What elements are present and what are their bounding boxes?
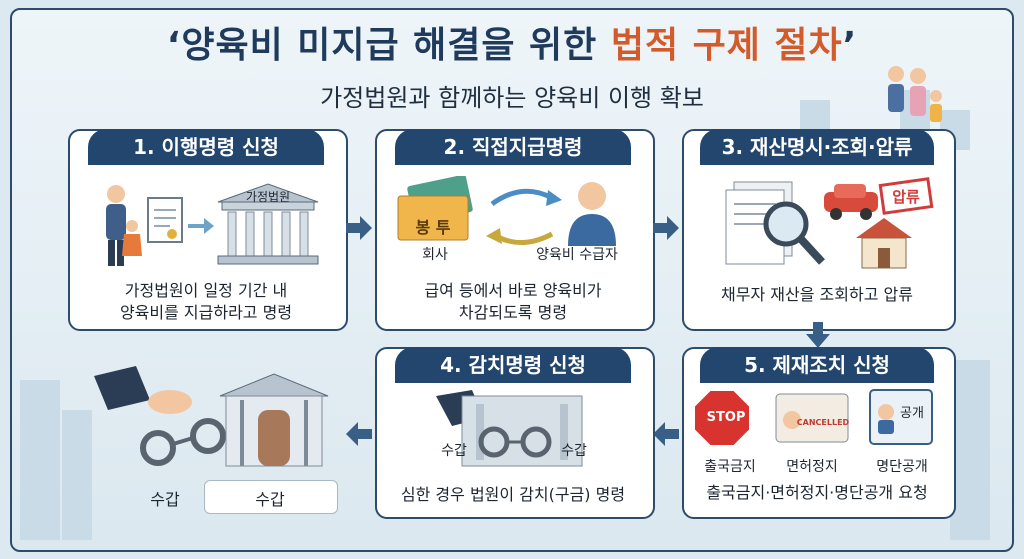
return-arrow-icon bbox=[494, 231, 554, 245]
final-label-box bbox=[204, 480, 338, 514]
court-building-icon bbox=[217, 183, 319, 265]
stop-sign-icon bbox=[693, 389, 751, 447]
handcuffs-icon bbox=[140, 418, 226, 466]
arrow-icon bbox=[188, 218, 214, 234]
handcuffs-icon bbox=[478, 426, 552, 458]
step-5-title: 5. 제재조치 신청 bbox=[700, 347, 934, 383]
document-icon bbox=[147, 197, 183, 243]
company-label: 회사 bbox=[422, 247, 448, 263]
handcuff-left-label: 수갑 bbox=[441, 443, 467, 459]
sanction-item-2: 면허정지 bbox=[786, 459, 838, 475]
envelope-label: 봉 투 bbox=[415, 218, 451, 237]
license-label: CANCELLED bbox=[796, 418, 850, 427]
recipient-label: 양육비 수급자 bbox=[536, 247, 618, 263]
flow-arrow-3-5 bbox=[806, 322, 830, 348]
court-building-icon bbox=[461, 395, 583, 467]
court-label: 가정법원 bbox=[245, 190, 291, 204]
car-icon bbox=[824, 184, 878, 220]
sanction-item-3: 명단공개 bbox=[876, 459, 928, 475]
license-card-icon bbox=[775, 393, 849, 443]
sanction-item-1: 출국금지 bbox=[704, 459, 756, 475]
parent-child-court-illustration bbox=[106, 183, 319, 266]
step-3-description: 채무자 재산을 조회하고 압류 bbox=[721, 285, 913, 304]
flow-arrow-1-2 bbox=[346, 216, 372, 240]
custody-illustration bbox=[436, 390, 583, 467]
arrest-illustration bbox=[94, 366, 329, 467]
seizure-stamp-icon bbox=[878, 177, 934, 215]
hand-arm-icon bbox=[94, 366, 192, 414]
flow-arrow-5-4 bbox=[653, 422, 679, 446]
diagram-subtitle: 가정법원과 함께하는 양육비 이행 확보 bbox=[320, 84, 704, 112]
step-1-title: 1. 이행명령 신청 bbox=[88, 129, 324, 165]
board-label: 공개 bbox=[900, 406, 924, 421]
flow-arrow-4-final bbox=[346, 422, 372, 446]
envelope-icon bbox=[397, 176, 473, 241]
magnifier-icon bbox=[763, 201, 825, 265]
handcuff-right-label: 수갑 bbox=[561, 443, 587, 459]
flow-arrow-2-3 bbox=[653, 216, 679, 240]
public-board-icon bbox=[869, 389, 933, 445]
final-handcuff-label: 수갑 bbox=[150, 490, 180, 509]
step-5-description: 출국금지·면허정지·명단공개 요청 bbox=[706, 483, 928, 502]
transfer-arrow-icon bbox=[490, 188, 554, 207]
stop-label: STOP bbox=[706, 410, 746, 425]
final-box-label: 수갑 bbox=[255, 490, 285, 509]
jail-building-icon bbox=[219, 373, 329, 467]
recipient-person-icon bbox=[568, 182, 616, 246]
direct-payment-illustration bbox=[397, 176, 616, 246]
step-4-title: 4. 감치명령 신청 bbox=[395, 347, 631, 383]
sanctions-illustration bbox=[693, 389, 933, 447]
asset-search-illustration bbox=[725, 177, 934, 269]
house-icon bbox=[856, 218, 912, 269]
seizure-stamp-label: 압류 bbox=[892, 188, 920, 206]
step-4-description: 심한 경우 법원이 감치(구금) 명령 bbox=[400, 485, 626, 504]
family-icon bbox=[888, 66, 942, 122]
step-3-title: 3. 재산명시·조회·압류 bbox=[700, 129, 934, 165]
step-2-title: 2. 직접지급명령 bbox=[395, 129, 631, 165]
parent-child-icon bbox=[106, 185, 142, 266]
diagram-title: ‘양육비 미지급 해결을 위한 법적 구제 절차’ bbox=[166, 25, 858, 66]
